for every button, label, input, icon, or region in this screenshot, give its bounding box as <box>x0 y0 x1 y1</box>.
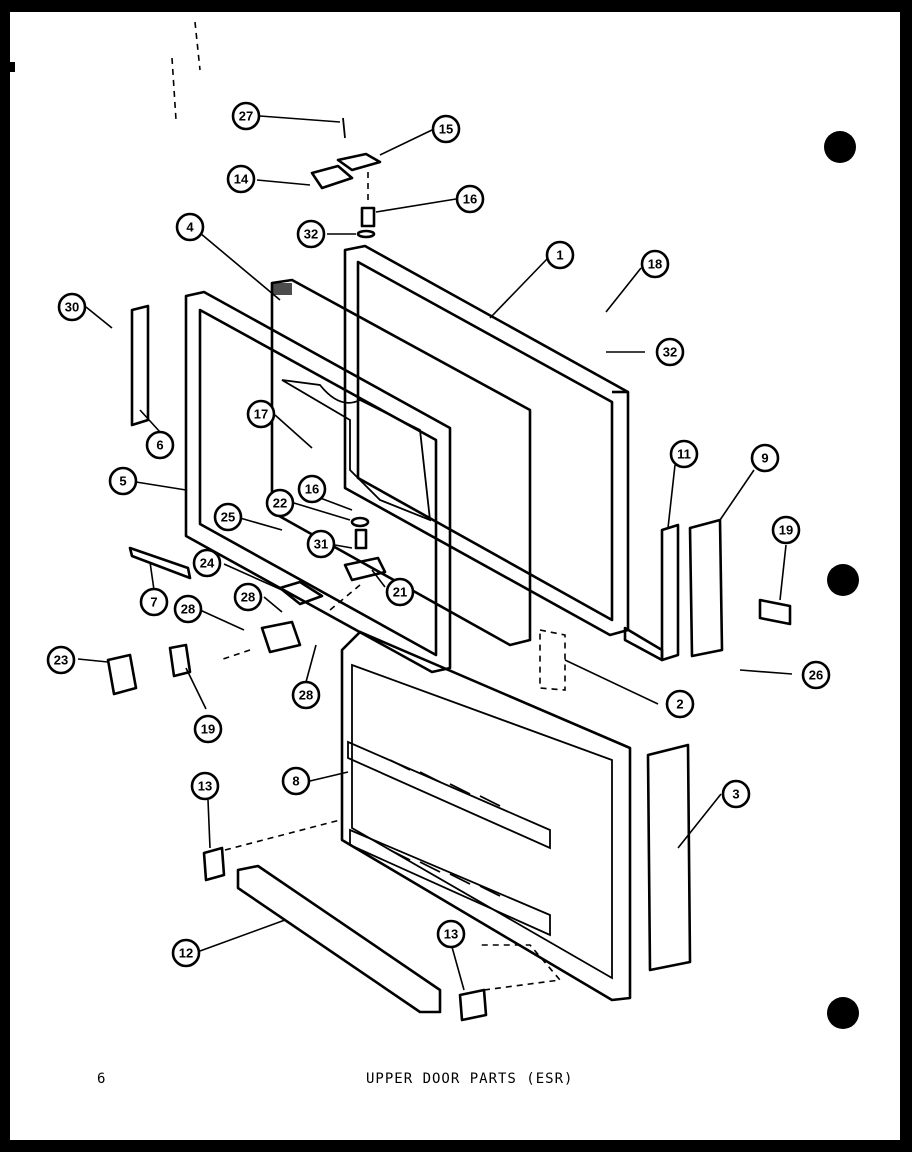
callout-6: 6 <box>145 430 175 460</box>
scan-artifacts <box>10 21 201 121</box>
door-bracket <box>623 518 792 662</box>
diagram-caption: UPPER DOOR PARTS (ESR) <box>366 1071 574 1087</box>
callout-18: 18 <box>640 249 670 279</box>
callout-3: 3 <box>721 779 751 809</box>
callout-27: 27 <box>231 101 261 131</box>
callout-label: 7 <box>150 595 157 610</box>
spacer-block <box>539 629 566 691</box>
clip-right <box>458 988 488 1022</box>
callout-label: 31 <box>314 537 328 552</box>
clip-left <box>202 846 226 882</box>
diagram-sheet <box>10 12 900 1140</box>
callout-label: 28 <box>299 688 313 703</box>
callout-label: 16 <box>305 482 319 497</box>
callout-7: 7 <box>139 587 169 617</box>
callout-label: 4 <box>186 220 194 235</box>
callout-23: 23 <box>46 645 76 675</box>
callout-17: 17 <box>246 399 276 429</box>
callout-leaders <box>77 115 793 991</box>
callout-label: 21 <box>393 585 407 600</box>
callout-label: 13 <box>444 927 458 942</box>
callout-12: 12 <box>171 938 201 968</box>
callout-25: 25 <box>213 502 243 532</box>
callout-label: 32 <box>304 227 318 242</box>
callout-label: 24 <box>200 556 215 571</box>
callout-label: 28 <box>241 590 255 605</box>
callout-label: 27 <box>239 109 253 124</box>
callout-label: 13 <box>198 779 212 794</box>
callout-14: 14 <box>226 164 256 194</box>
callout-label: 22 <box>273 496 287 511</box>
callout-24: 24 <box>192 548 222 578</box>
callout-label: 1 <box>556 248 563 263</box>
door-handle <box>646 743 692 972</box>
callout-13: 13 <box>190 771 220 801</box>
callout-19: 19 <box>771 515 801 545</box>
callout-label: 16 <box>463 192 477 207</box>
callout-label: 32 <box>663 345 677 360</box>
callout-label: 14 <box>234 172 249 187</box>
page-number: 6 <box>97 1071 107 1087</box>
bottom-trim-rail <box>236 864 442 1014</box>
callout-label: 19 <box>201 722 215 737</box>
callout-label: 2 <box>676 697 683 712</box>
callout-label: 11 <box>677 447 691 462</box>
side-trim-strip <box>130 304 150 427</box>
top-hinge-assembly <box>310 117 382 239</box>
callout-32: 32 <box>296 219 326 249</box>
callout-4: 4 <box>175 212 205 242</box>
callout-2: 2 <box>665 689 695 719</box>
callout-11: 11 <box>669 439 699 469</box>
callout-16: 16 <box>455 184 485 214</box>
callout-26: 26 <box>801 660 831 690</box>
registration-hole-middle <box>827 564 859 596</box>
callout-9: 9 <box>750 443 780 473</box>
callout-label: 3 <box>732 787 739 802</box>
callout-label: 8 <box>292 774 299 789</box>
callout-label: 6 <box>156 438 163 453</box>
callout-31: 31 <box>306 529 336 559</box>
callout-28: 28 <box>291 680 321 710</box>
callout-1: 1 <box>545 240 575 270</box>
callout-8: 8 <box>281 766 311 796</box>
inner-door-panel <box>340 630 632 1002</box>
callout-label: 17 <box>254 407 268 422</box>
callout-label: 12 <box>179 946 193 961</box>
callout-5: 5 <box>108 466 138 496</box>
callout-30: 30 <box>57 292 87 322</box>
callout-32: 32 <box>655 337 685 367</box>
callout-16: 16 <box>297 474 327 504</box>
callout-label: 5 <box>119 474 126 489</box>
door-gasket-frame <box>184 290 452 674</box>
callout-label: 19 <box>779 523 793 538</box>
callout-19: 19 <box>193 714 223 744</box>
callout-label: 18 <box>648 257 662 272</box>
callout-15: 15 <box>431 114 461 144</box>
bottom-hinge-assembly <box>106 516 387 696</box>
callout-28: 28 <box>173 594 203 624</box>
registration-hole-top <box>824 131 856 163</box>
callout-22: 22 <box>265 488 295 518</box>
callout-label: 26 <box>809 668 823 683</box>
callout-label: 25 <box>221 510 235 525</box>
callout-28: 28 <box>233 582 263 612</box>
callout-21: 21 <box>385 577 415 607</box>
callout-label: 23 <box>54 653 68 668</box>
registration-hole-bottom <box>827 997 859 1029</box>
callout-label: 15 <box>439 122 453 137</box>
callout-label: 9 <box>761 451 768 466</box>
callout-label: 30 <box>65 300 79 315</box>
callout-13: 13 <box>436 919 466 949</box>
callout-label: 28 <box>181 602 195 617</box>
